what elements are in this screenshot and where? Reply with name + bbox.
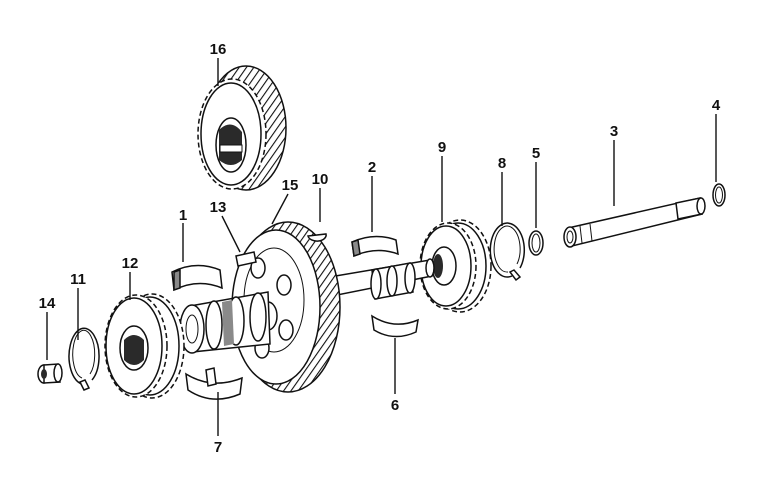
woodruff-key-part-10 <box>307 233 327 242</box>
sprocket-part-9 <box>419 219 492 313</box>
bearing-shell-part-7 <box>185 367 243 400</box>
sprocket-part-12 <box>104 293 185 399</box>
label-2: 2 <box>368 159 376 176</box>
part-labels: 1 2 3 4 5 6 7 8 9 10 11 12 13 14 15 16 <box>39 41 721 456</box>
label-10: 10 <box>312 171 329 188</box>
helical-gear-part-16 <box>197 65 287 191</box>
label-3: 3 <box>610 123 618 140</box>
circlip-part-11 <box>68 327 100 391</box>
plug-part-14 <box>37 363 63 384</box>
label-11: 11 <box>70 271 86 288</box>
label-7: 7 <box>214 439 222 456</box>
snap-ring-part-4 <box>712 183 726 207</box>
main-shaft-assembly <box>179 221 435 393</box>
label-4: 4 <box>712 97 721 114</box>
label-15: 15 <box>282 177 299 194</box>
circlip-part-8 <box>489 222 526 282</box>
label-13: 13 <box>210 199 227 216</box>
label-14: 14 <box>39 295 56 312</box>
label-9: 9 <box>438 139 446 156</box>
label-16: 16 <box>210 41 227 58</box>
bearing-shell-part-1 <box>171 264 223 292</box>
bearing-shell-part-2 <box>351 235 399 258</box>
bearing-shell-part-6 <box>371 314 419 338</box>
shaft-part-3 <box>563 197 706 248</box>
leader-lines <box>46 58 717 436</box>
ring-part-5 <box>528 230 544 256</box>
label-1: 1 <box>179 207 187 224</box>
label-12: 12 <box>122 255 139 272</box>
label-8: 8 <box>498 155 506 172</box>
label-5: 5 <box>532 145 540 162</box>
label-6: 6 <box>391 397 399 414</box>
